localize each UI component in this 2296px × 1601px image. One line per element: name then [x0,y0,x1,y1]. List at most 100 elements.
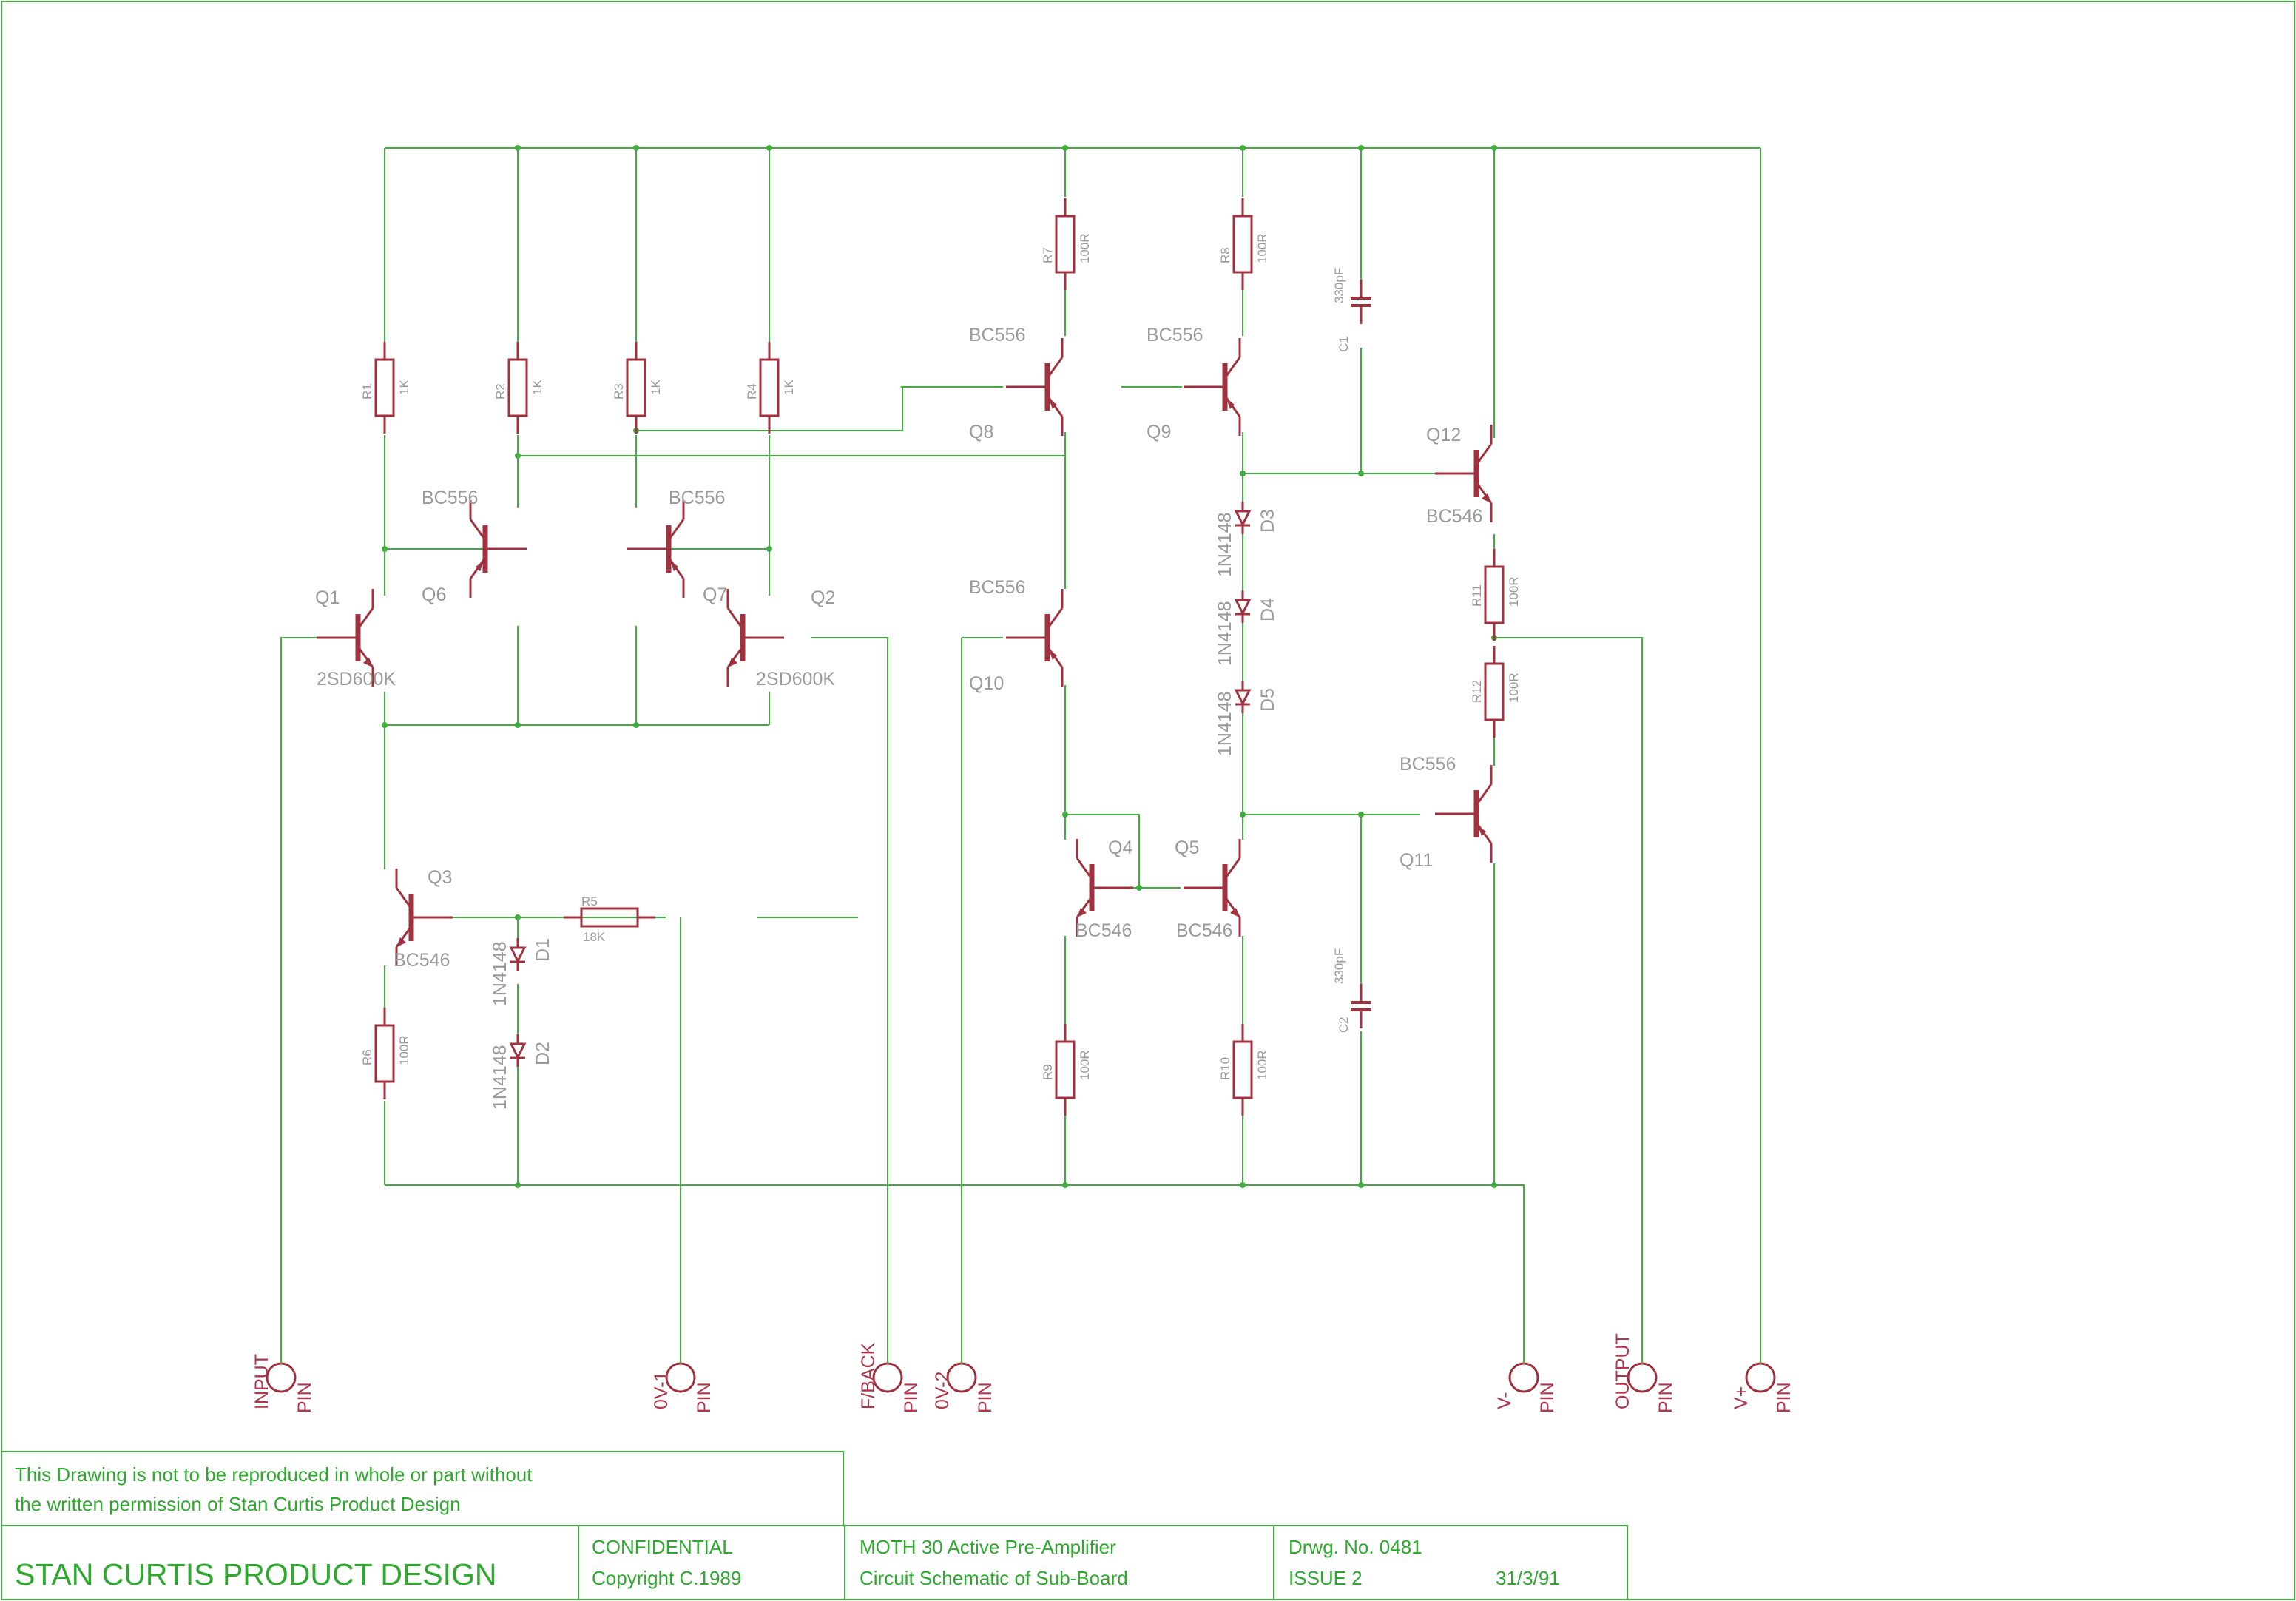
junction-dots [382,145,1497,1188]
transistor-q8 [1006,338,1062,436]
q7-ref: Q7 [703,584,727,605]
issue-number: ISSUE 2 [1289,1567,1363,1589]
d3-type: 1N4148 [1215,512,1235,577]
q11-type: BC556 [1399,754,1456,775]
q5-type: BC546 [1176,920,1232,941]
title-block [1,1451,1628,1600]
r7-ref: R7 [1041,247,1055,263]
r4-value: 1K [782,380,796,395]
drawing-number: Drwg. No. 0481 [1289,1536,1422,1558]
q8-ref: Q8 [969,422,993,442]
copyright-label: Copyright C.1989 [592,1567,741,1589]
resistor-r10 [1232,1022,1253,1117]
d1-ref: D1 [533,938,553,962]
r2-value: 1K [530,380,544,395]
pin-input-suffix: PIN [294,1382,315,1413]
r4-ref: R4 [745,383,759,400]
pin-fback-suffix: PIN [901,1382,922,1413]
d4-type: 1N4148 [1215,601,1235,666]
r5-value: 18K [583,930,606,944]
pin-stubs [280,1354,1761,1364]
c2-ref: C2 [1337,1017,1351,1033]
pin-ov1-name: 0V-1 [651,1372,672,1409]
pin-output-suffix: PIN [1655,1382,1676,1413]
pin-vplus-suffix: PIN [1774,1382,1794,1413]
q1-type: 2SD600K [317,669,396,690]
resistor-r8 [1232,197,1253,291]
q4-type: BC546 [1076,920,1132,941]
q6-type: BC556 [422,488,478,508]
q2-type: 2SD600K [756,669,835,690]
c1-value: 330pF [1332,268,1346,303]
transistor-q9 [1184,338,1240,436]
d1-type: 1N4148 [490,941,510,1006]
q12-type: BC546 [1426,506,1482,527]
product-title: MOTH 30 Active Pre-Amplifier [860,1536,1116,1558]
pin-vminus-suffix: PIN [1537,1382,1558,1413]
r6-value: 100R [397,1035,411,1065]
resistor-r1 [374,340,395,435]
pin-output-name: OUTPUT [1613,1333,1633,1409]
pin-ov1-suffix: PIN [694,1382,715,1413]
q9-ref: Q9 [1147,422,1171,442]
resistor-r9 [1055,1022,1076,1117]
r5-ref: R5 [581,894,598,909]
d3-ref: D3 [1257,509,1278,533]
c1-ref: C1 [1337,336,1351,352]
pin-ov2-suffix: PIN [975,1382,996,1413]
capacitor-c1 [1349,278,1373,326]
diode-d5 [1234,679,1252,715]
d4-ref: D4 [1257,598,1278,621]
company-name: STAN CURTIS PRODUCT DESIGN [15,1557,497,1591]
notice-line-1: This Drawing is not to be reproduced in … [15,1463,533,1486]
q3-ref: Q3 [428,867,452,888]
d5-ref: D5 [1257,688,1278,712]
diode-d3 [1234,500,1252,536]
issue-date: 31/3/91 [1496,1567,1560,1589]
r12-ref: R12 [1470,680,1484,703]
r3-ref: R3 [612,383,626,400]
q12-ref: Q12 [1426,425,1461,445]
r11-value: 100R [1507,576,1521,607]
notice-line-2: the written permission of Stan Curtis Pr… [15,1493,461,1515]
q10-type: BC556 [969,577,1025,598]
r1-value: 1K [397,380,411,395]
q6-ref: Q6 [422,584,446,605]
pin-input-name: INPUT [251,1354,272,1409]
q1-ref: Q1 [315,587,340,608]
pin-vminus [1508,1362,1539,1393]
q9-type: BC556 [1147,325,1203,346]
resistor-r11 [1484,547,1505,642]
r3-value: 1K [649,380,663,395]
resistor-r12 [1484,644,1505,739]
pin-ov2-name: 0V-2 [932,1372,953,1409]
pin-vminus-name: V- [1494,1392,1515,1409]
transistor-q11 [1435,765,1491,863]
r2-ref: R2 [493,383,507,400]
r10-value: 100R [1255,1050,1269,1080]
r7-value: 100R [1078,233,1092,263]
r9-ref: R9 [1041,1064,1055,1080]
q3-type: BC546 [394,950,450,971]
r9-value: 100R [1078,1050,1092,1080]
d2-ref: D2 [533,1042,553,1065]
r8-ref: R8 [1218,247,1232,263]
capacitor-c2 [1349,982,1373,1030]
r12-value: 100R [1507,673,1521,703]
d5-type: 1N4148 [1215,691,1235,756]
pin-fback-name: F/BACK [858,1342,879,1409]
c2-value: 330pF [1332,948,1346,984]
r11-ref: R11 [1470,584,1484,607]
resistor-r2 [507,340,528,435]
q4-ref: Q4 [1108,837,1132,858]
confidential-label: CONFIDENTIAL [592,1536,733,1558]
sheet-description: Circuit Schematic of Sub-Board [860,1567,1128,1589]
pin-vplus-name: V+ [1731,1386,1752,1409]
resistor-r6 [374,1006,395,1101]
r6-ref: R6 [360,1049,374,1065]
transistor-q10 [1006,589,1062,687]
diode-d2 [509,1033,527,1068]
resistor-r7 [1055,197,1076,291]
r10-ref: R10 [1218,1057,1232,1080]
